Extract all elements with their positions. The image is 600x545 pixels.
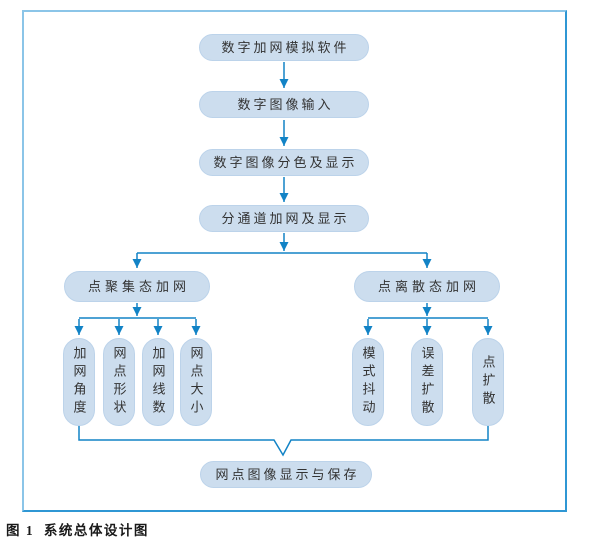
diagram-frame [22, 10, 567, 512]
node-dot-diffusion: 点扩散 [472, 338, 504, 426]
node-dot-size: 网点大小 [180, 338, 212, 426]
node-error-diffusion: 误差扩散 [411, 338, 443, 426]
node-output-save: 网点图像显示与保存 [200, 461, 372, 488]
figure-caption: 图 1 系统总体设计图 [6, 523, 149, 538]
node-dot-shape: 网点形状 [103, 338, 135, 426]
node-channel-screening: 分通道加网及显示 [199, 205, 369, 232]
node-color-separation: 数字图像分色及显示 [199, 149, 369, 176]
node-screen-ruling: 加网线数 [142, 338, 174, 426]
node-screen-angle: 加网角度 [63, 338, 95, 426]
node-dispersed-screening: 点离散态加网 [354, 271, 500, 302]
node-image-input: 数字图像输入 [199, 91, 369, 118]
node-software: 数字加网模拟软件 [199, 34, 369, 61]
node-clustered-screening: 点聚集态加网 [64, 271, 210, 302]
node-pattern-dither: 模式抖动 [352, 338, 384, 426]
